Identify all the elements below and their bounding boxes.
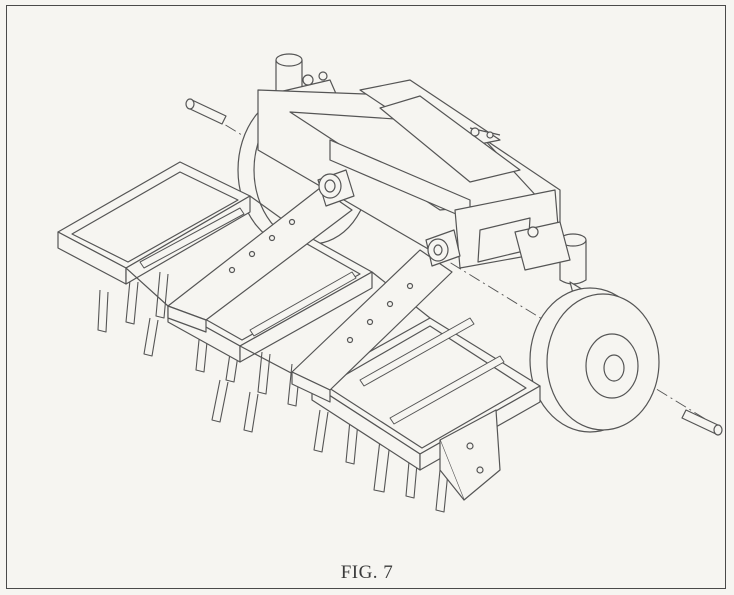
figure-caption: FIG. 7 (340, 562, 394, 583)
right-axle-pin (681, 409, 723, 436)
front-bracket (439, 409, 501, 501)
axle-centerline (187, 101, 721, 429)
rear-frame-housing (257, 79, 561, 269)
diagonal-beam-arms (167, 187, 453, 403)
tine-rows (97, 271, 449, 513)
right-wheel (529, 287, 660, 433)
left-axle-pin (185, 98, 227, 125)
figure-border (6, 5, 726, 589)
frame-cross-members (139, 207, 505, 425)
pivot-bushings (317, 169, 461, 267)
